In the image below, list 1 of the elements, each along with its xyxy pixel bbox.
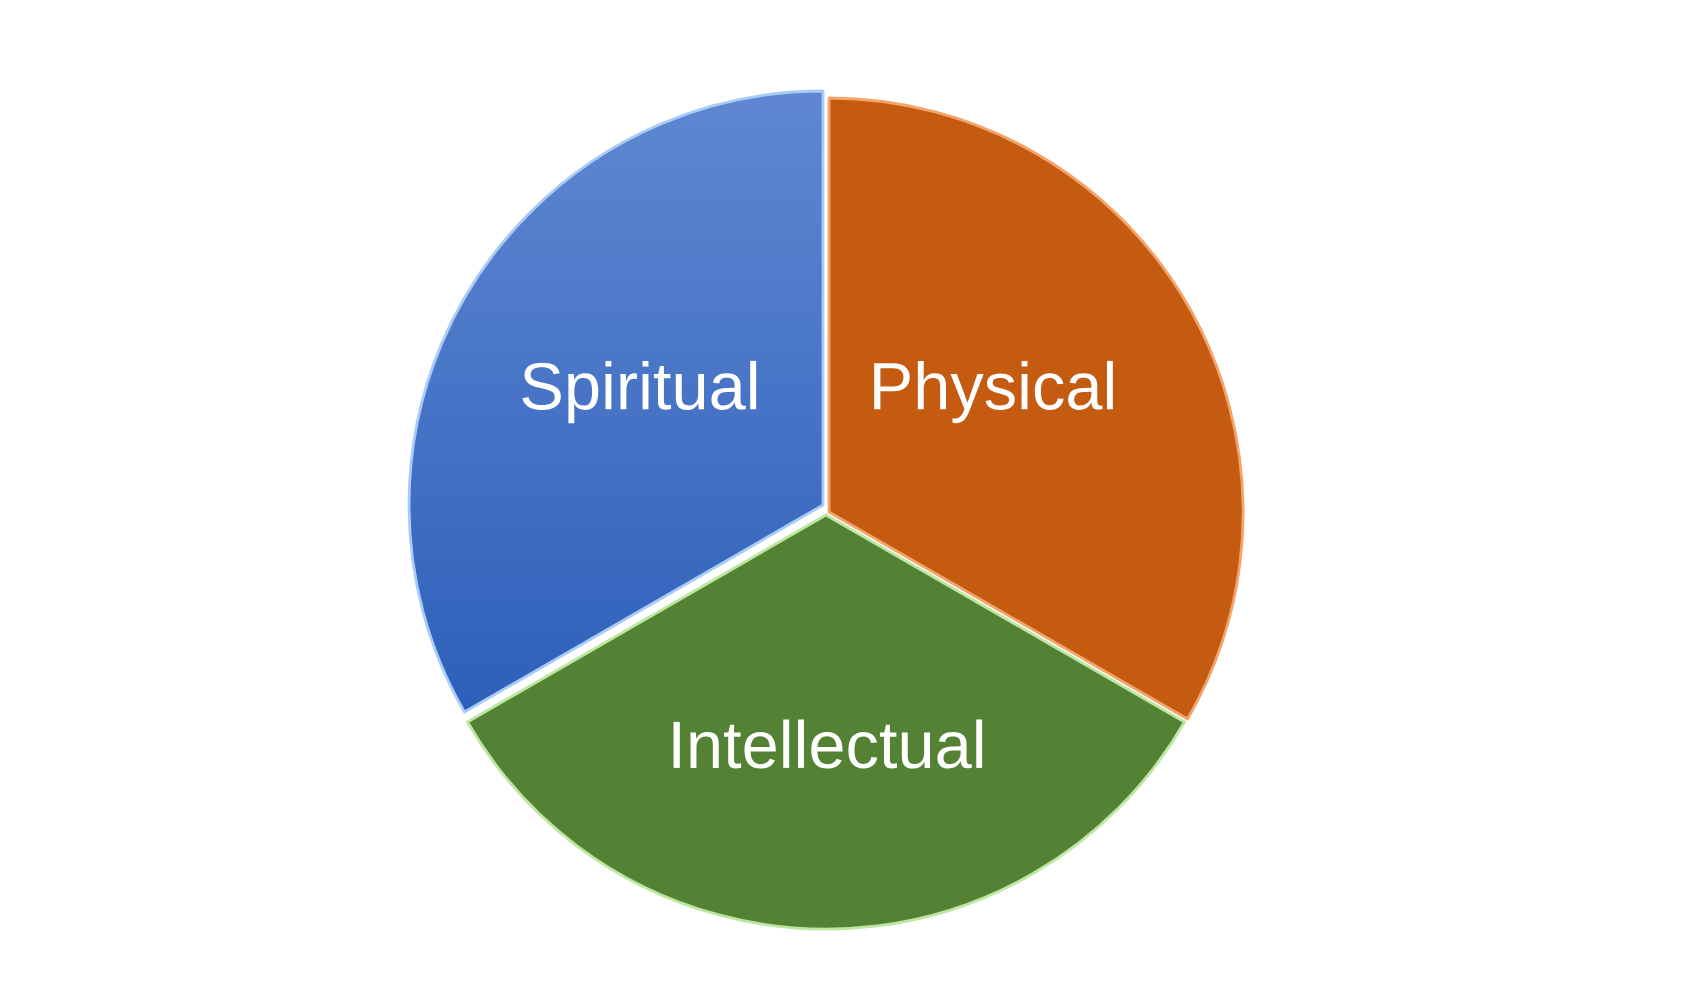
pie-slice: Intellectual [466,513,1186,931]
